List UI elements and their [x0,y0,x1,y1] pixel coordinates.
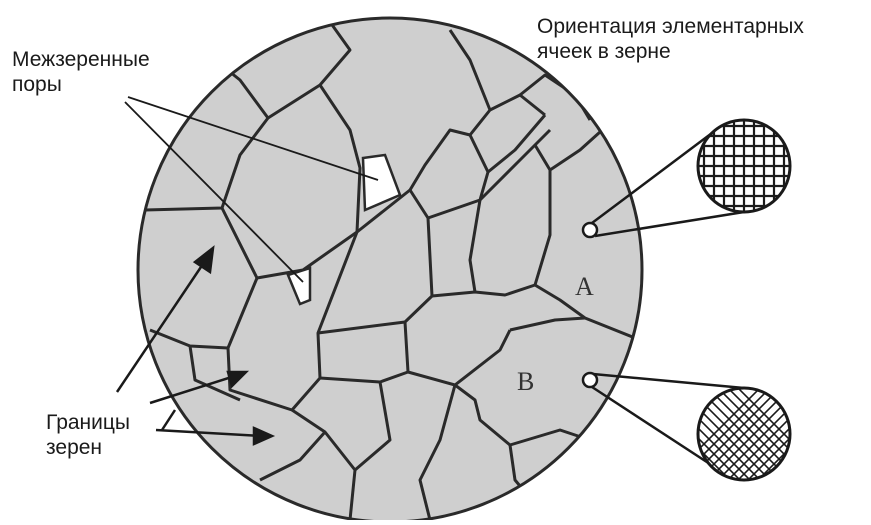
lattice-zoom-b [583,373,870,488]
orientation-label-line1: Ориентация элементарных [537,14,804,39]
pores-label: Межзеренные поры [12,47,150,97]
boundaries-label: Границы зерен [46,410,130,460]
orientation-label: Ориентация элементарных ячеек в зерне [537,14,804,64]
pores-label-line2: поры [12,72,150,97]
pores-label-line1: Межзеренные [12,47,150,72]
orientation-label-line2: ячеек в зерне [537,39,804,64]
specimen-disc [138,18,642,520]
boundaries-label-line2: зерен [46,435,130,460]
grain-label-b: B [517,367,534,396]
boundaries-label-line1: Границы [46,410,130,435]
grain-label-a: A [575,272,594,301]
